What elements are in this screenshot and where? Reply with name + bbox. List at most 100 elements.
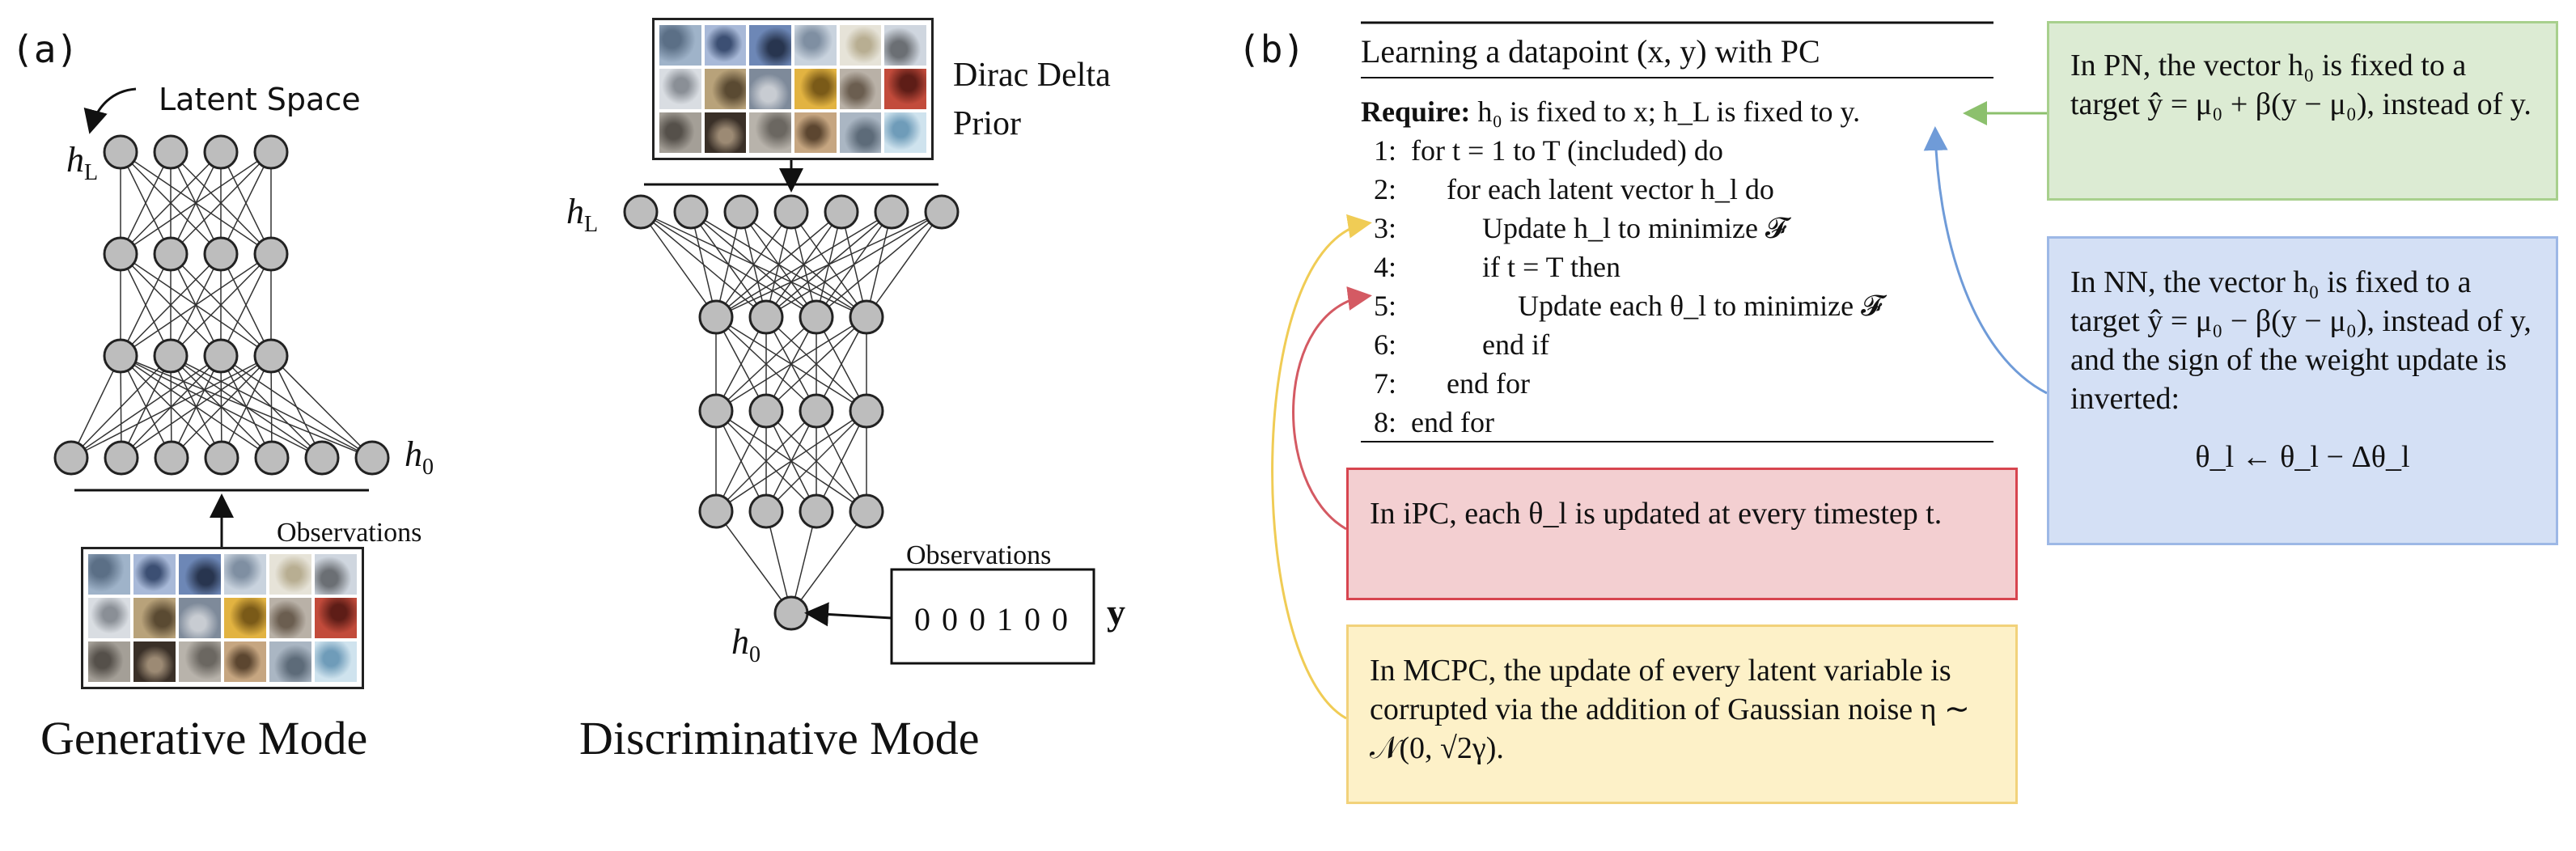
label-vector-box	[890, 568, 1095, 665]
image-thumbnail	[794, 25, 837, 66]
disc-edge	[715, 211, 842, 318]
image-thumbnail	[88, 641, 130, 682]
gen-edge	[70, 355, 121, 459]
algo-line-text: Update each θ_l to minimize 𝓕	[1518, 290, 1883, 322]
disc-edge	[715, 211, 792, 318]
panel-a-tag: (a)	[11, 28, 79, 71]
disc-edge	[690, 211, 717, 318]
disc-node-layer-2	[849, 393, 884, 429]
gen-edge	[70, 355, 172, 459]
image-thumbnail	[659, 25, 701, 66]
disc-node-layer-3	[698, 493, 734, 529]
dirac-prior-label-1: Dirac Delta	[953, 57, 1111, 94]
image-thumbnail	[749, 25, 791, 66]
algo-line-3: 3: Update h_l to minimize 𝓕	[1374, 214, 1787, 243]
gen-edge	[120, 151, 272, 255]
disc-node-layer-3	[799, 493, 834, 529]
gen-node-layer-3	[204, 440, 239, 476]
disc-node-layer-1	[698, 299, 734, 335]
disc-edge	[816, 316, 867, 412]
gen-edge	[120, 151, 172, 255]
mcpc-text: In MCPC, the update of every latent vari…	[1370, 654, 1970, 765]
gen-edge	[70, 355, 222, 459]
pn-text: In PN, the vector h₀ is fixed to a targe…	[2070, 49, 2532, 121]
algo-line-text: if t = T then	[1482, 251, 1621, 283]
gen-edge	[221, 355, 272, 459]
algo-line-text: end if	[1482, 328, 1549, 361]
gen-edge	[70, 355, 272, 459]
algo-line-2: 2:for each latent vector h_l do	[1374, 175, 1774, 204]
disc-edge	[715, 211, 892, 318]
generative-network	[53, 134, 390, 476]
gen-edge	[171, 355, 272, 459]
disc-edge	[715, 316, 817, 412]
image-thumbnail	[659, 69, 701, 109]
algo-line-text: end for	[1411, 406, 1494, 438]
gen-edge	[170, 151, 272, 255]
image-thumbnail	[884, 25, 926, 66]
disc-edge	[715, 211, 943, 318]
image-thumbnail	[749, 69, 791, 109]
image-thumbnail	[794, 112, 837, 153]
label-symbol: y	[1107, 591, 1125, 633]
disc-edge	[816, 410, 867, 512]
algo-require-keyword: Require:	[1361, 95, 1471, 128]
gen-node-layer-3	[53, 440, 89, 476]
image-thumbnail	[794, 69, 837, 109]
gen-node-layer-2	[203, 338, 239, 374]
label-arrow	[804, 602, 892, 627]
disc-node-layer-1	[748, 299, 784, 335]
disc-edge	[765, 410, 867, 512]
algo-line-text: end for	[1447, 367, 1530, 400]
gen-edge	[170, 253, 272, 357]
gen-node-layer-1	[103, 236, 138, 272]
label-vector: 0 0 0 1 0 0	[914, 601, 1070, 637]
image-thumbnail	[659, 112, 701, 153]
image-thumbnail	[315, 554, 357, 595]
prior-images	[652, 18, 934, 160]
disc-node-layer-2	[698, 393, 734, 429]
disc-node-layer-0	[773, 194, 809, 230]
gen-node-layer-2	[103, 338, 138, 374]
disc-edge	[640, 211, 717, 318]
disc-edge	[765, 211, 943, 318]
image-thumbnail	[315, 641, 357, 682]
algo-line-text: Update h_l to minimize 𝓕	[1482, 212, 1787, 244]
image-thumbnail	[179, 641, 221, 682]
image-thumbnail	[224, 554, 266, 595]
gen-edge	[120, 253, 172, 357]
image-thumbnail	[269, 554, 311, 595]
algo-line-8: 8:end for	[1374, 408, 1494, 437]
pn-box: In PN, the vector h₀ is fixed to a targe…	[2047, 21, 2558, 201]
image-thumbnail	[704, 69, 747, 109]
disc-node-layer-0	[723, 194, 759, 230]
image-thumbnail	[133, 598, 176, 638]
algo-line-number: 6:	[1374, 328, 1397, 361]
gen-node-layer-3	[354, 440, 390, 476]
image-thumbnail	[88, 598, 130, 638]
algo-line-number: 2:	[1374, 173, 1397, 205]
image-thumbnail	[179, 554, 221, 595]
gen-node-layer-3	[254, 440, 290, 476]
algo-line-5: 5:Update each θ_l to minimize 𝓕	[1374, 291, 1883, 320]
algo-line-number: 3:	[1374, 212, 1397, 244]
disc-node-layer-3	[849, 493, 884, 529]
image-thumbnail	[88, 554, 130, 595]
image-thumbnail	[749, 112, 791, 153]
gen-node-layer-2	[253, 338, 289, 374]
image-thumbnail	[133, 554, 176, 595]
nn-text: In NN, the vector h₀ is fixed to a targe…	[2070, 265, 2532, 416]
algo-line-number: 1:	[1374, 134, 1397, 167]
algo-line-4: 4:if t = T then	[1374, 252, 1621, 282]
disc-edge	[816, 211, 943, 318]
latent-space-label: Latent Space	[159, 82, 361, 117]
image-thumbnail	[704, 25, 747, 66]
image-thumbnail	[884, 112, 926, 153]
gen-node-layer-1	[153, 236, 189, 272]
gen-edge	[120, 253, 272, 357]
disc-edge	[715, 316, 767, 412]
gen-node-layer-3	[154, 440, 189, 476]
disc-edge	[715, 410, 767, 512]
